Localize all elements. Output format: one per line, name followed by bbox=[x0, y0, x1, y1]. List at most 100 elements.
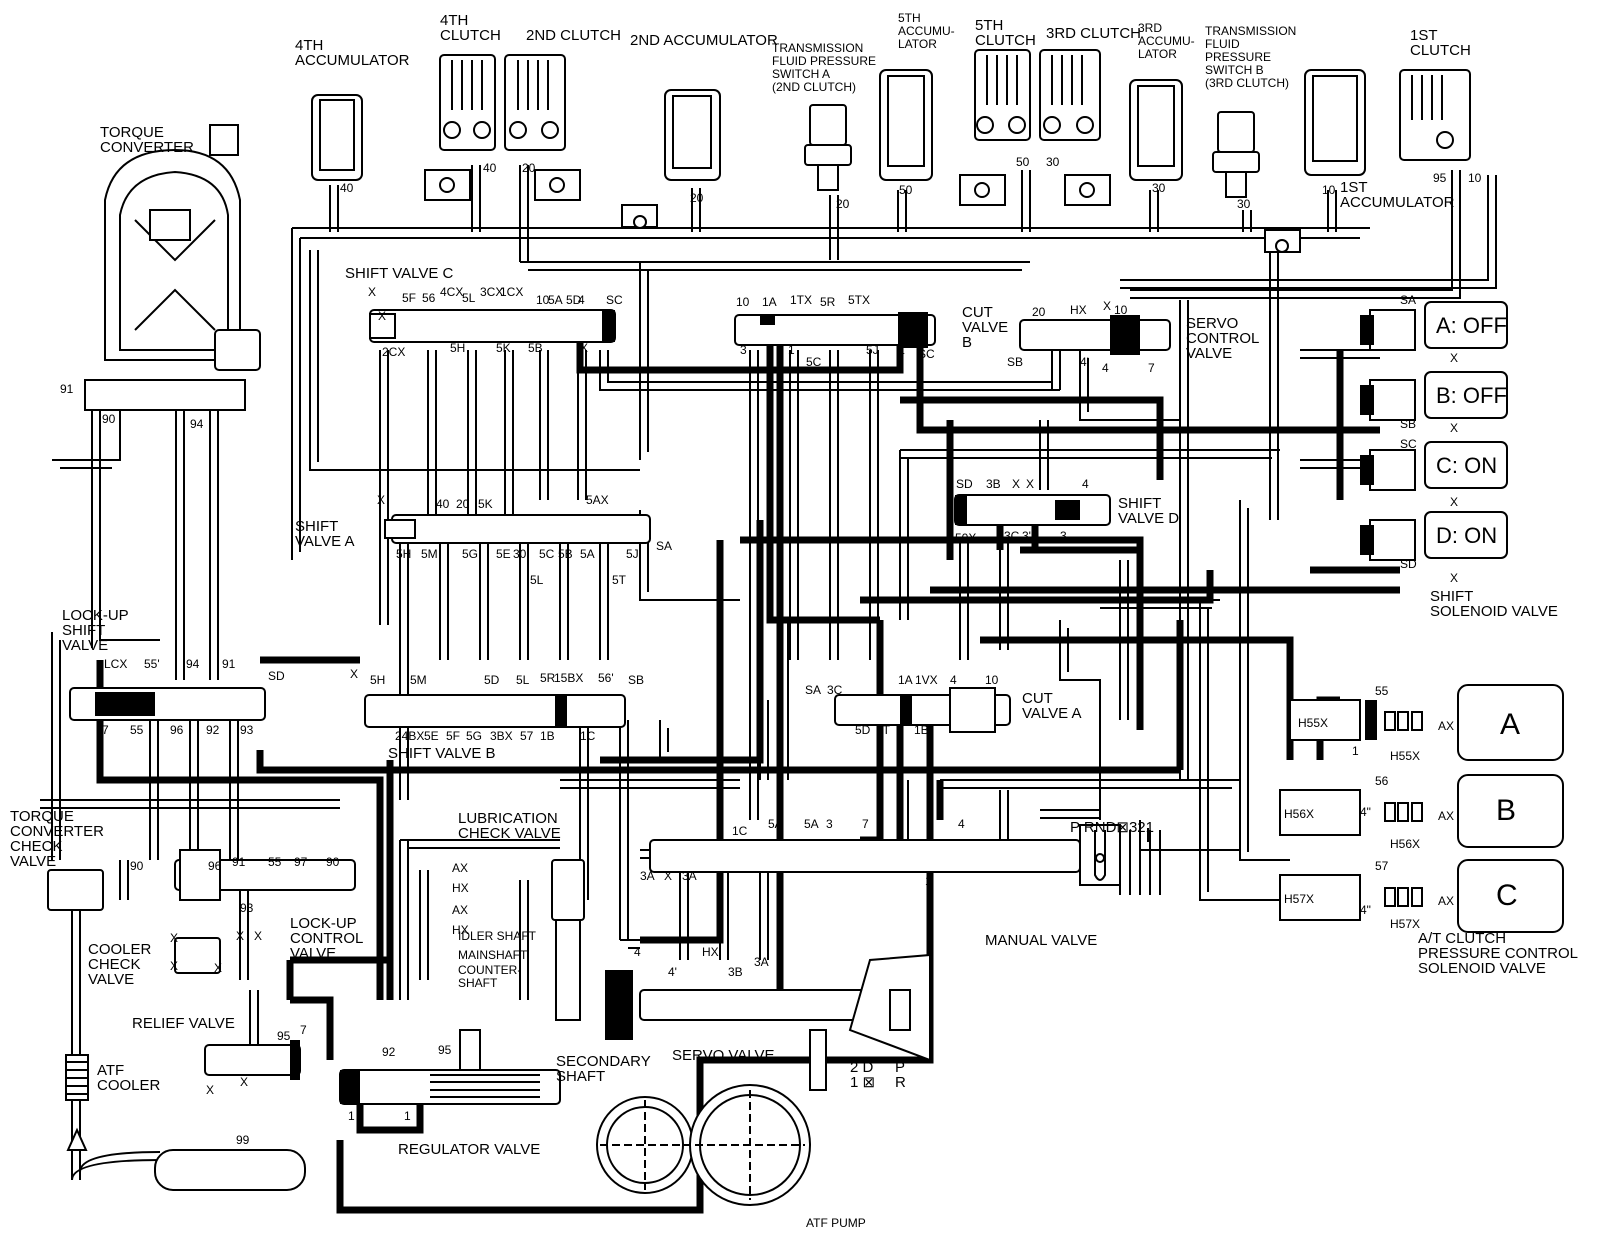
pcsv-a[interactable]: A 55 H55X H55X bbox=[1289, 684, 1564, 763]
solenoid-a[interactable]: A: OFF SA bbox=[1360, 293, 1508, 351]
clutch-1st-body bbox=[1399, 69, 1471, 161]
servo-control-valve-body[interactable] bbox=[1019, 319, 1171, 351]
port-label-manual-ports-0: 1C bbox=[732, 824, 748, 838]
port-label-svb-top-4: 5L bbox=[516, 673, 530, 687]
pcsv-a-in: 55 bbox=[1375, 684, 1389, 698]
solenoid-c[interactable]: C: ON SC bbox=[1360, 437, 1508, 491]
pcsv-c[interactable]: C 57 H57X H57X bbox=[1279, 859, 1564, 933]
port-label-sva-bot-5: 5C bbox=[539, 547, 555, 561]
port-label-svc-bot-0: 2CX bbox=[382, 345, 405, 359]
port-label-lube-ports-0: AX bbox=[452, 861, 468, 875]
port-label-misc-x-5: X bbox=[1450, 421, 1458, 435]
lube-check-valve-body[interactable] bbox=[551, 859, 585, 921]
solenoid-b-label: B: OFF bbox=[1436, 383, 1507, 408]
relief-valve-body[interactable] bbox=[204, 1044, 301, 1076]
port-label-tc-ports-2: 94 bbox=[190, 417, 204, 431]
port-label-sva-bot-2: 5G bbox=[462, 547, 478, 561]
tfps-b-body bbox=[1217, 111, 1255, 153]
port-label-sva-bot-7: 5A bbox=[580, 547, 595, 561]
port-label-lube-ports-3: HX bbox=[452, 923, 469, 937]
pcsv-c-label: C bbox=[1496, 879, 1518, 912]
port-label-lcv-ports-5: 90 bbox=[326, 855, 340, 869]
shift-valve-b-body[interactable] bbox=[364, 694, 626, 728]
port-label-scv-bot-2: 4 bbox=[1102, 361, 1109, 375]
port-label-accum-nums-8: 30 bbox=[1152, 181, 1166, 195]
port-label-pcsv-misc-0: 1 bbox=[1352, 744, 1359, 758]
shift-valve-a-body[interactable] bbox=[391, 514, 651, 544]
port-label-svd-bot-0: 50X bbox=[955, 531, 976, 545]
port-label-svc-bot-2: 5K bbox=[496, 341, 511, 355]
port-label-manual-ports-4: 7 bbox=[862, 817, 869, 831]
pcsv-group: A 55 H55X H55X B 56 H56X H56X C 57 H57X … bbox=[1279, 684, 1564, 933]
port-label-sva-bot-3: 5E bbox=[496, 547, 511, 561]
port-label-misc-x-2: X bbox=[170, 959, 178, 973]
port-label-svb-bot-4: 3BX bbox=[490, 729, 513, 743]
label-servo-valve: SERVO VALVE bbox=[672, 1047, 775, 1064]
port-label-scv-bot-3: 7 bbox=[1148, 361, 1155, 375]
port-label-svc-top-10: 4 bbox=[578, 293, 585, 307]
port-label-svb-bot-0: 24BX bbox=[395, 729, 424, 743]
port-label-manual-ports-5: 4 bbox=[958, 817, 965, 831]
port-label-sva-top-1: 40 bbox=[436, 497, 450, 511]
port-label-accum-nums-3: 20 bbox=[690, 191, 704, 205]
pcsv-c-h: H57X bbox=[1284, 892, 1314, 906]
pcsv-b-label: B bbox=[1496, 794, 1516, 827]
port-label-svc-top-2: 56 bbox=[422, 291, 436, 305]
port-label-sva-top-3: 5K bbox=[478, 497, 493, 511]
port-label-svb-top-3: 5D bbox=[484, 673, 500, 687]
port-label-svb-top-5: 5R bbox=[540, 671, 556, 685]
solenoid-d[interactable]: D: ON SD bbox=[1360, 511, 1508, 571]
port-label-misc-x-4: X bbox=[1450, 351, 1458, 365]
port-label-svb-bot-2: 5F bbox=[446, 729, 460, 743]
solenoid-d-port: SD bbox=[1400, 557, 1417, 571]
port-label-cva-top-3: 1VX bbox=[915, 673, 938, 687]
port-label-lcv-ports-0: 90 bbox=[130, 859, 144, 873]
port-label-sva-bot-4: 30 bbox=[513, 547, 527, 561]
port-label-sva-bot-0: 5H bbox=[396, 547, 411, 561]
torque-converter bbox=[84, 124, 261, 411]
port-label-lcv-ports-1: 96 bbox=[208, 859, 222, 873]
solenoid-d-label: D: ON bbox=[1436, 523, 1497, 548]
label-mainshaft: MAINSHAFT bbox=[458, 948, 528, 962]
cooler-check-valve-body[interactable] bbox=[174, 937, 221, 974]
port-label-svc-top-1: 5F bbox=[402, 291, 416, 305]
port-label-servo-ports-3: 3B bbox=[728, 965, 743, 979]
label-3rd-clutch: 3RD CLUTCH bbox=[1046, 25, 1141, 42]
shift-valve-c-body[interactable] bbox=[369, 309, 616, 343]
port-label-lcv-ports-7: X bbox=[236, 929, 244, 943]
port-label-cvb-bot-4: 4 bbox=[898, 345, 905, 359]
pcsv-a-label: A bbox=[1500, 708, 1520, 741]
port-label-scv-top-0: 20 bbox=[1032, 305, 1046, 319]
port-label-misc-x-6: X bbox=[1450, 495, 1458, 509]
port-label-cva-top-2: 1A bbox=[898, 673, 913, 687]
pcsv-b[interactable]: B 56 H56X H56X bbox=[1279, 774, 1564, 851]
port-label-cva-bot-0: 5D bbox=[855, 723, 871, 737]
port-label-pcsv-misc-4: AX bbox=[1438, 809, 1454, 823]
label-atf-pump: ATF PUMP bbox=[806, 1216, 866, 1230]
label-2nd-clutch: 2ND CLUTCH bbox=[526, 27, 621, 44]
manual-valve-body[interactable] bbox=[649, 839, 1081, 873]
port-label-reg-ports-6: 99 bbox=[236, 1133, 250, 1147]
solenoid-b[interactable]: B: OFF SB bbox=[1360, 371, 1508, 431]
port-label-scv-top-2: X bbox=[1103, 299, 1111, 313]
port-label-svb-top-1: 5H bbox=[370, 673, 385, 687]
port-label-cvb-bot-0: 3 bbox=[740, 343, 747, 357]
tc-check-valve-body[interactable] bbox=[47, 869, 104, 911]
shift-valve-d-body[interactable] bbox=[954, 494, 1111, 526]
port-label-misc-x-1: X bbox=[170, 931, 178, 945]
cut-valve-b-body[interactable] bbox=[734, 314, 936, 346]
port-label-reg-ports-3: 95 bbox=[438, 1043, 452, 1057]
port-label-svc-top-6: 1CX bbox=[500, 285, 523, 299]
port-label-svb-top-2: 5M bbox=[410, 673, 427, 687]
port-label-svb-bot-3: 5G bbox=[466, 729, 482, 743]
